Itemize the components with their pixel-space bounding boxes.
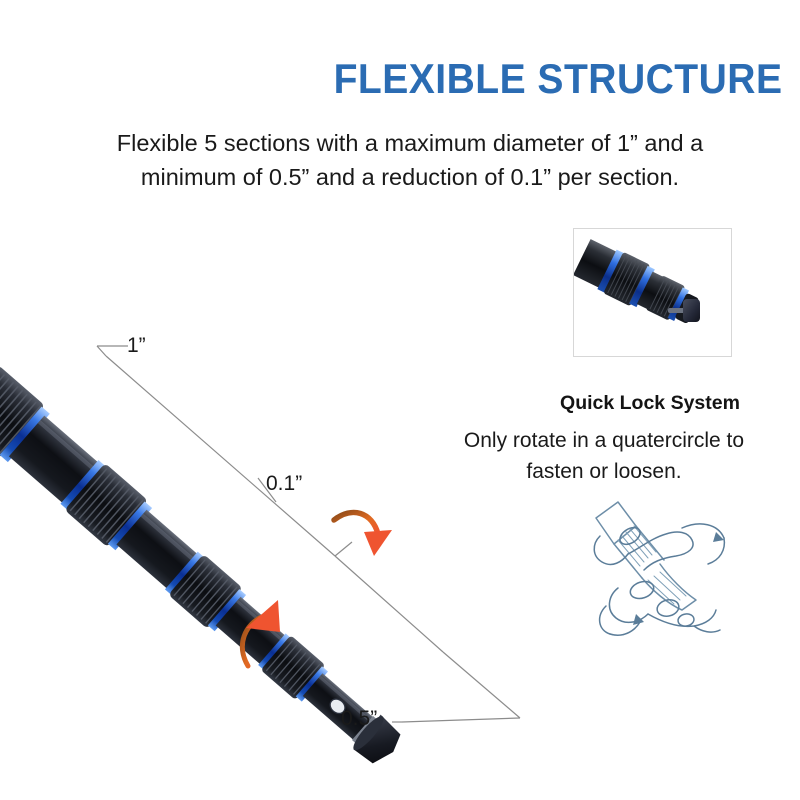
quick-lock-body-line-2: fasten or loosen. — [526, 460, 682, 483]
product-photo-thumbnail — [573, 228, 732, 357]
hand-twisting-grip-illustration — [556, 492, 746, 652]
monopod-lock-photo-icon — [574, 229, 729, 354]
page-subtitle: Flexible 5 sections with a maximum diame… — [50, 126, 770, 194]
quick-lock-body-line-1: Only rotate in a quatercircle to — [463, 429, 745, 452]
quick-lock-heading: Quick Lock System — [560, 392, 740, 414]
dimension-label-min-diameter: 0.5” — [341, 707, 378, 730]
page-title: FLEXIBLE STRUCTURE — [333, 55, 783, 102]
dimension-label-reduction: 0.1” — [266, 472, 303, 495]
hand-twisting-grip-icon — [593, 501, 726, 636]
dimension-label-max-diameter: 1” — [127, 334, 146, 357]
rotation-arrow-lower — [239, 600, 280, 669]
dimension-leader-lines — [96, 345, 521, 723]
end-cap-icon — [668, 299, 700, 322]
monopod-diagram — [0, 280, 580, 800]
rotation-arrow-upper — [331, 509, 392, 556]
subtitle-line-2: minimum of 0.5” and a reduction of 0.1” … — [140, 164, 680, 190]
subtitle-line-1: Flexible 5 sections with a maximum diame… — [116, 130, 704, 156]
monopod-illustration — [0, 345, 521, 764]
quick-lock-body: Only rotate in a quatercircle to fasten … — [408, 425, 800, 487]
